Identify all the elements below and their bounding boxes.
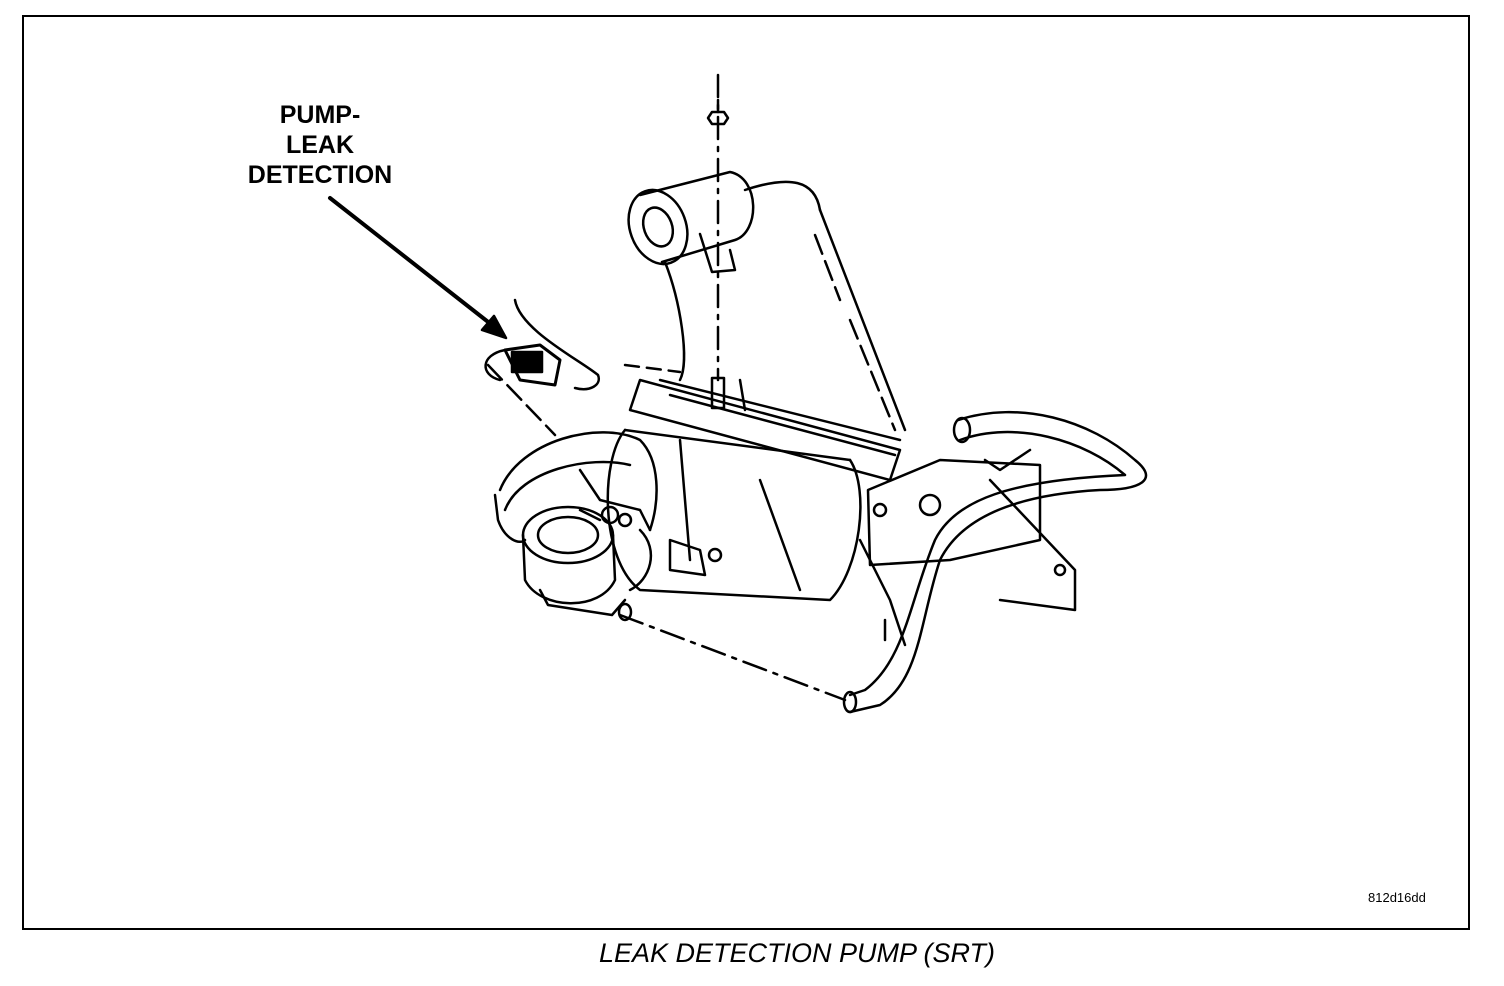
vent-hose (842, 410, 1148, 714)
callout-line: LEAK (285, 131, 355, 159)
figure-id: 812d16dd (1368, 890, 1426, 905)
hose-routing-line (618, 613, 847, 702)
leak-detection-pump-connector (484, 298, 601, 437)
callout-arrow (328, 196, 508, 340)
mounting-bracket (858, 448, 1077, 647)
illustration-frame (22, 15, 1470, 930)
filter-hose (663, 208, 907, 432)
filter-cylinder (627, 170, 822, 274)
figure-caption: LEAK DETECTION PUMP (SRT) (598, 938, 996, 968)
evap-canister (606, 363, 902, 602)
callout-line: DETECTION (247, 161, 393, 189)
pump-leak-detection-callout: PUMP- LEAK DETECTION (230, 100, 410, 190)
callout-line: PUMP- (279, 101, 361, 129)
pump-housing (493, 431, 723, 622)
bolt-icon (706, 98, 730, 126)
